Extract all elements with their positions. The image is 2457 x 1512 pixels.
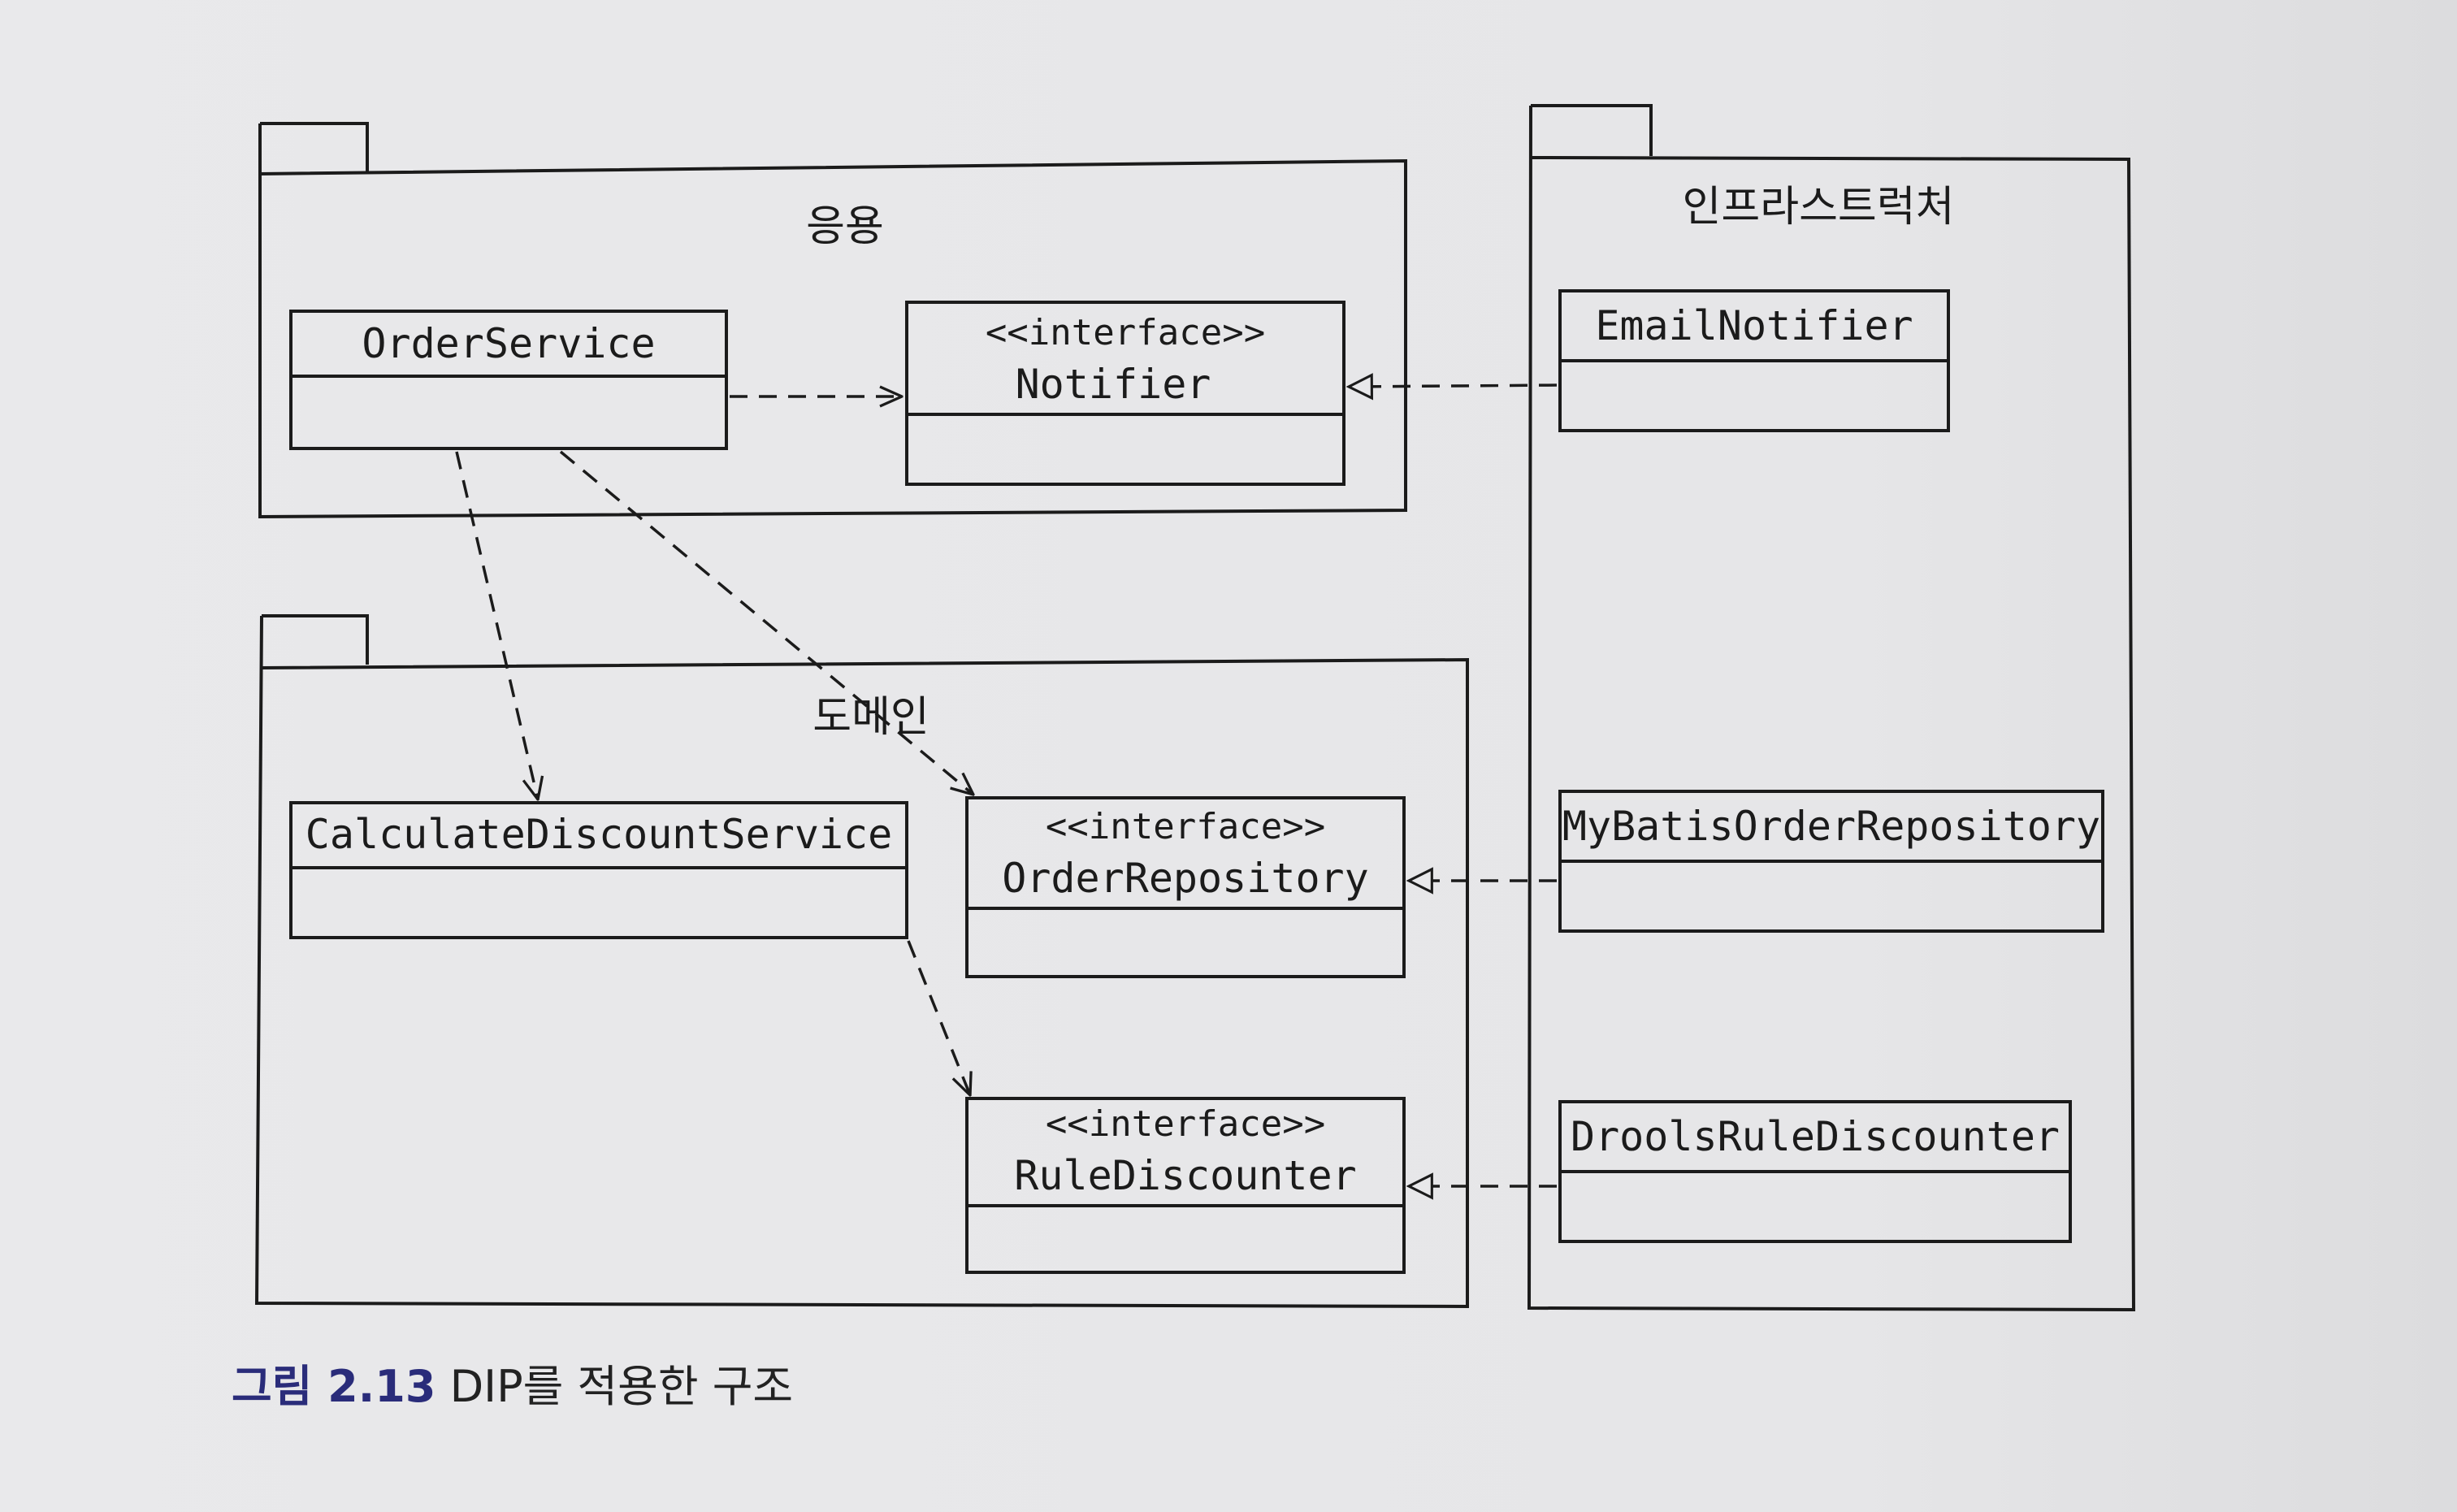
class-name-email-notifier: EmailNotifier [1595,302,1913,349]
class-name-notifier: Notifier [1016,361,1211,408]
figure-caption-text: DIP를 적용한 구조 [449,1361,794,1412]
package-title-application: 응용 [806,202,884,251]
package-title-infrastructure: 인프라스트럭처 [1683,183,1955,232]
dependency-orderservice-calculatediscountservice [455,451,538,799]
stereotype-rule-discounter: <<interface>> [1046,1103,1325,1145]
dependency-orderservice-orderrepository [559,450,973,795]
class-order-repository [965,796,1406,978]
stereotype-notifier: <<interface>> [986,312,1265,353]
class-name-order-repository: OrderRepository [1002,855,1369,902]
class-name-drools-rule-discounter: DroolsRuleDiscounter [1571,1113,2060,1160]
class-notifier [905,301,1346,486]
class-name-calculate-discount-service: CalculateDiscountService [306,811,892,858]
class-order-service [289,310,728,450]
realization-emailnotifier-notifier [1349,385,1558,387]
class-drools-rule-discounter [1558,1100,2072,1243]
class-name-mybatis-order-repository: MyBatisOrderRepository [1562,803,2100,850]
class-rule-discounter [965,1097,1406,1274]
class-name-rule-discounter: RuleDiscounter [1014,1152,1356,1199]
class-name-order-service: OrderService [362,320,655,367]
dependency-calculatediscountservice-rulediscounter [907,940,970,1095]
class-calculate-discount-service [289,801,908,939]
figure-caption: 그림 2.13 DIP를 적용한 구조 [232,1350,793,1415]
package-domain [254,614,1469,1309]
package-application [258,122,1407,519]
class-mybatis-order-repository [1558,790,2104,933]
package-title-domain: 도메인 [812,693,930,742]
figure-label: 그림 2.13 [232,1361,436,1412]
class-email-notifier [1558,289,1950,432]
stereotype-order-repository: <<interface>> [1046,806,1325,847]
package-infrastructure [1527,104,2136,1312]
